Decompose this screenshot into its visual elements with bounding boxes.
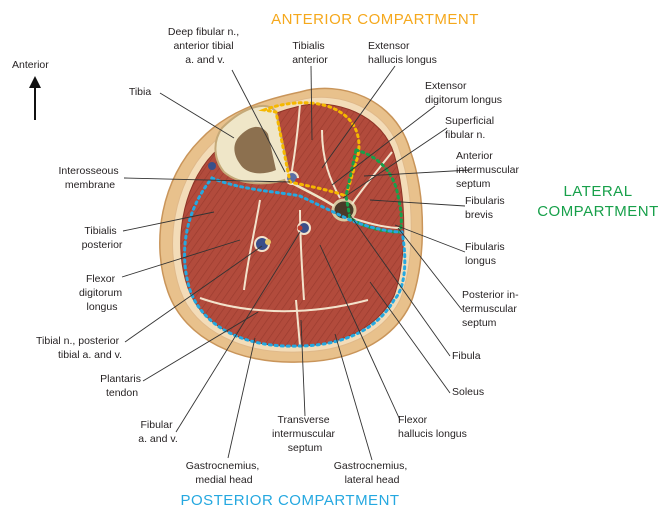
label-anterior-septum: Anterior intermuscular septum [456,150,522,190]
anterior-compartment-outline [258,101,361,198]
label-plantaris: Plantaris tendon [100,373,144,399]
label-fibula: Fibula [452,350,481,362]
label-tibialis-anterior: Tibialis anterior [292,40,328,66]
label-soleus: Soleus [452,386,484,398]
label-posterior-septum: Posterior in- termuscular septum [462,289,522,329]
label-fibular-av: Fibular a. and v. [138,419,178,445]
label-flexor-digitorum: Flexor digitorum longus [79,273,125,313]
label-tibial-n: Tibial n., posterior tibial a. and v. [36,335,122,361]
anterior-compartment-title: ANTERIOR COMPARTMENT [271,11,479,28]
label-tibia: Tibia [129,86,152,98]
posterior-compartment-outline [183,176,407,348]
label-fibularis-longus: Fibularis longus [465,241,508,267]
label-fibularis-brevis: Fibularis brevis [465,195,508,221]
lateral-compartment-title-line-2: COMPARTMENT [537,203,659,220]
orientation-label: Anterior [12,59,49,71]
tibia-marrow [234,126,276,174]
lateral-compartment-title-line-1: LATERAL [563,183,632,200]
label-tibialis-posterior: Tibialis posterior [82,225,123,251]
leader-lines [121,65,471,461]
label-interosseous: Interosseous membrane [58,165,121,191]
orientation-arrow [29,76,41,120]
posterior-compartment-title: POSTERIOR COMPARTMENT [180,492,399,509]
label-superficial-fibular: Superficial fibular n. [445,115,497,141]
label-extensor-hallucis: Extensor hallucis longus [368,40,437,66]
label-gastroc-lateral: Gastrocnemius, lateral head [334,460,410,486]
label-deep-fibular: Deep fibular n., anterior tibial a. and … [168,26,242,66]
label-gastroc-medial: Gastrocnemius, medial head [186,460,262,486]
label-extensor-digitorum: Extensor digitorum longus [425,80,502,106]
cross-section [159,87,424,363]
labels: Deep fibular n., anterior tibial a. and … [36,26,522,486]
label-flexor-hallucis: Flexor hallucis longus [398,414,467,440]
label-transverse-septum: Transverse intermuscular septum [272,414,338,454]
